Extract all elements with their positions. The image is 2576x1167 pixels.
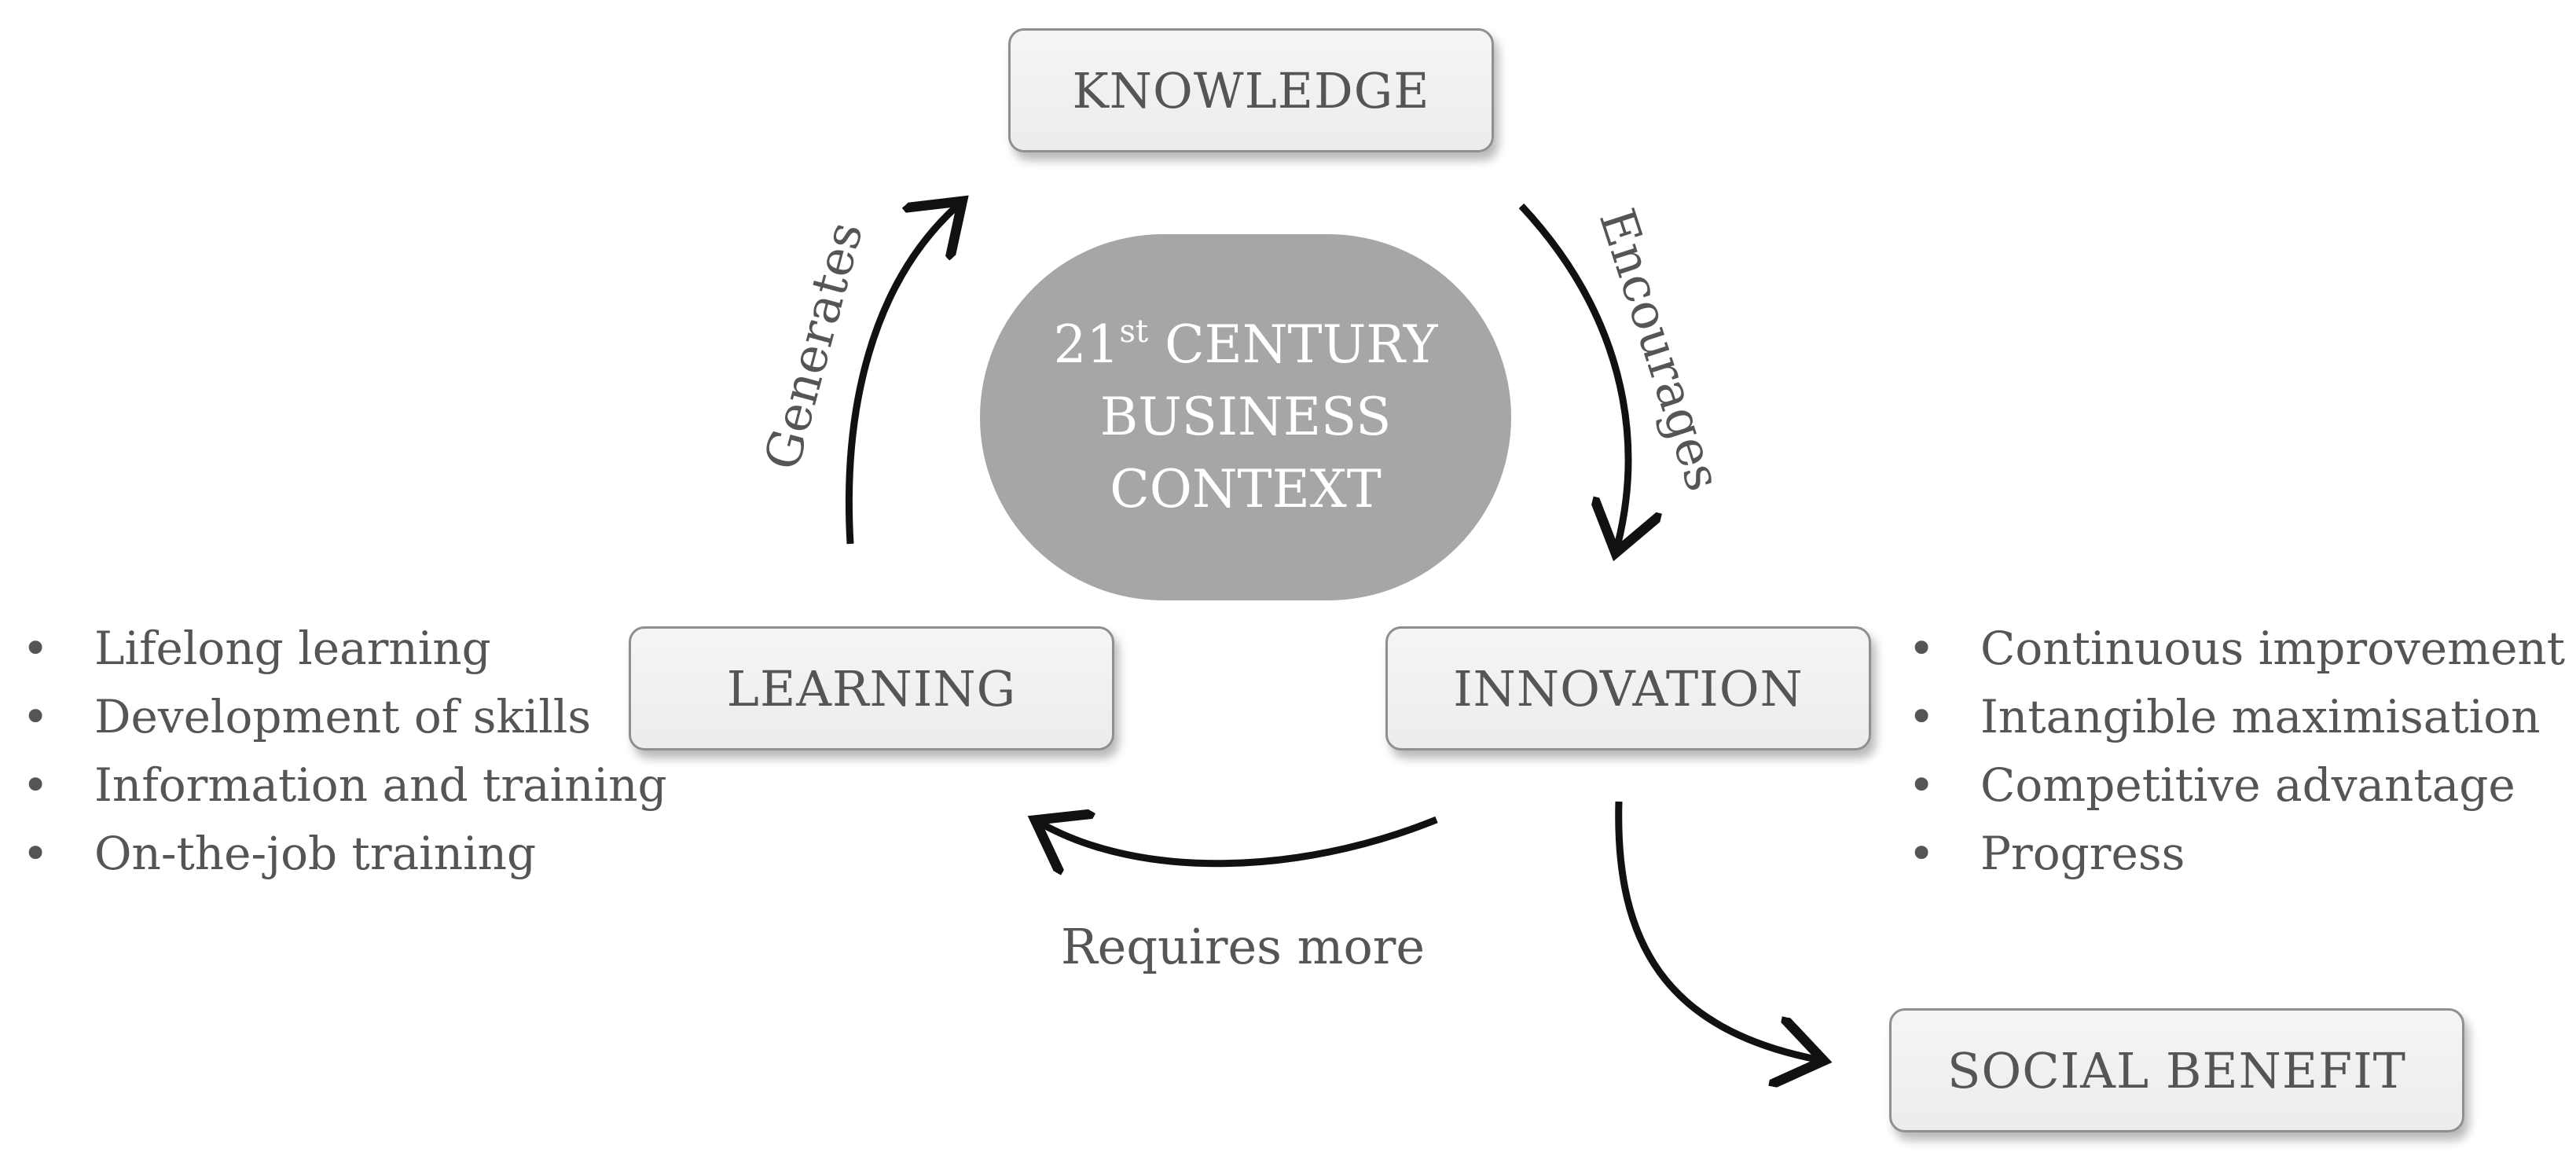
center-line-1-sup: st [1119,314,1149,350]
center-line-1-prefix: 21 [1053,314,1120,375]
arrow-innovation-to-social-benefit [1615,801,1817,1059]
innovation-bullet-list: Continuous improvement Intangible maximi… [1908,615,2565,888]
innovation-node: INNOVATION [1385,626,1871,750]
list-item: Progress [1908,820,2565,888]
list-item: Lifelong learning [22,615,667,683]
arrow-learning-to-knowledge [845,206,957,545]
list-item: Competitive advantage [1908,751,2565,820]
knowledge-label: KNOWLEDGE [1072,61,1430,119]
learning-node: LEARNING [629,626,1114,750]
center-line-2: BUSINESS [1099,387,1392,447]
center-line-1: 21st CENTURY [1054,309,1438,381]
learning-label: LEARNING [726,659,1017,717]
social-benefit-label: SOCIAL BENEFIT [1947,1041,2407,1099]
list-item: Continuous improvement [1908,615,2565,683]
center-context-node: 21st CENTURY BUSINESS CONTEXT [980,234,1511,600]
social-benefit-node: SOCIAL BENEFIT [1889,1008,2464,1132]
innovation-label: INNOVATION [1453,659,1804,717]
list-item: Information and training [22,751,667,820]
requires-more-label: Requires more [1061,918,1426,975]
list-item: On-the-job training [22,820,667,888]
learning-bullet-list: Lifelong learning Development of skills … [22,615,667,888]
arrow-knowledge-to-innovation [1518,203,1628,546]
center-line-1-suffix: CENTURY [1148,314,1438,375]
center-line-3: CONTEXT [1110,459,1382,519]
arrow-innovation-to-learning [1041,820,1438,864]
knowledge-node: KNOWLEDGE [1008,28,1494,152]
list-item: Intangible maximisation [1908,683,2565,751]
list-item: Development of skills [22,683,667,751]
